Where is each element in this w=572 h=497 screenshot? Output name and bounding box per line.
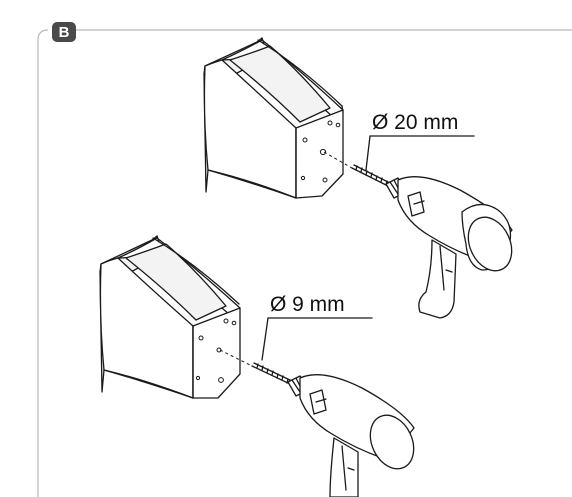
step-badge: B xyxy=(52,22,76,42)
step-badge-label: B xyxy=(59,24,70,41)
drill-bit-bottom xyxy=(251,362,293,385)
drill-bit-top xyxy=(351,164,391,187)
drill-path-top xyxy=(323,151,353,169)
hole-size-label-top: Ø 20 mm xyxy=(365,111,475,171)
drill-icon xyxy=(287,374,415,497)
panel-frame xyxy=(37,29,572,497)
bracket-top xyxy=(203,37,344,199)
hole-size-text-bottom: Ø 9 mm xyxy=(270,293,345,316)
hole-size-label-bottom: Ø 9 mm xyxy=(261,293,373,361)
hole-size-text-top: Ø 20 mm xyxy=(372,111,458,134)
bracket-bottom xyxy=(99,235,241,399)
drill-icon xyxy=(385,176,513,319)
